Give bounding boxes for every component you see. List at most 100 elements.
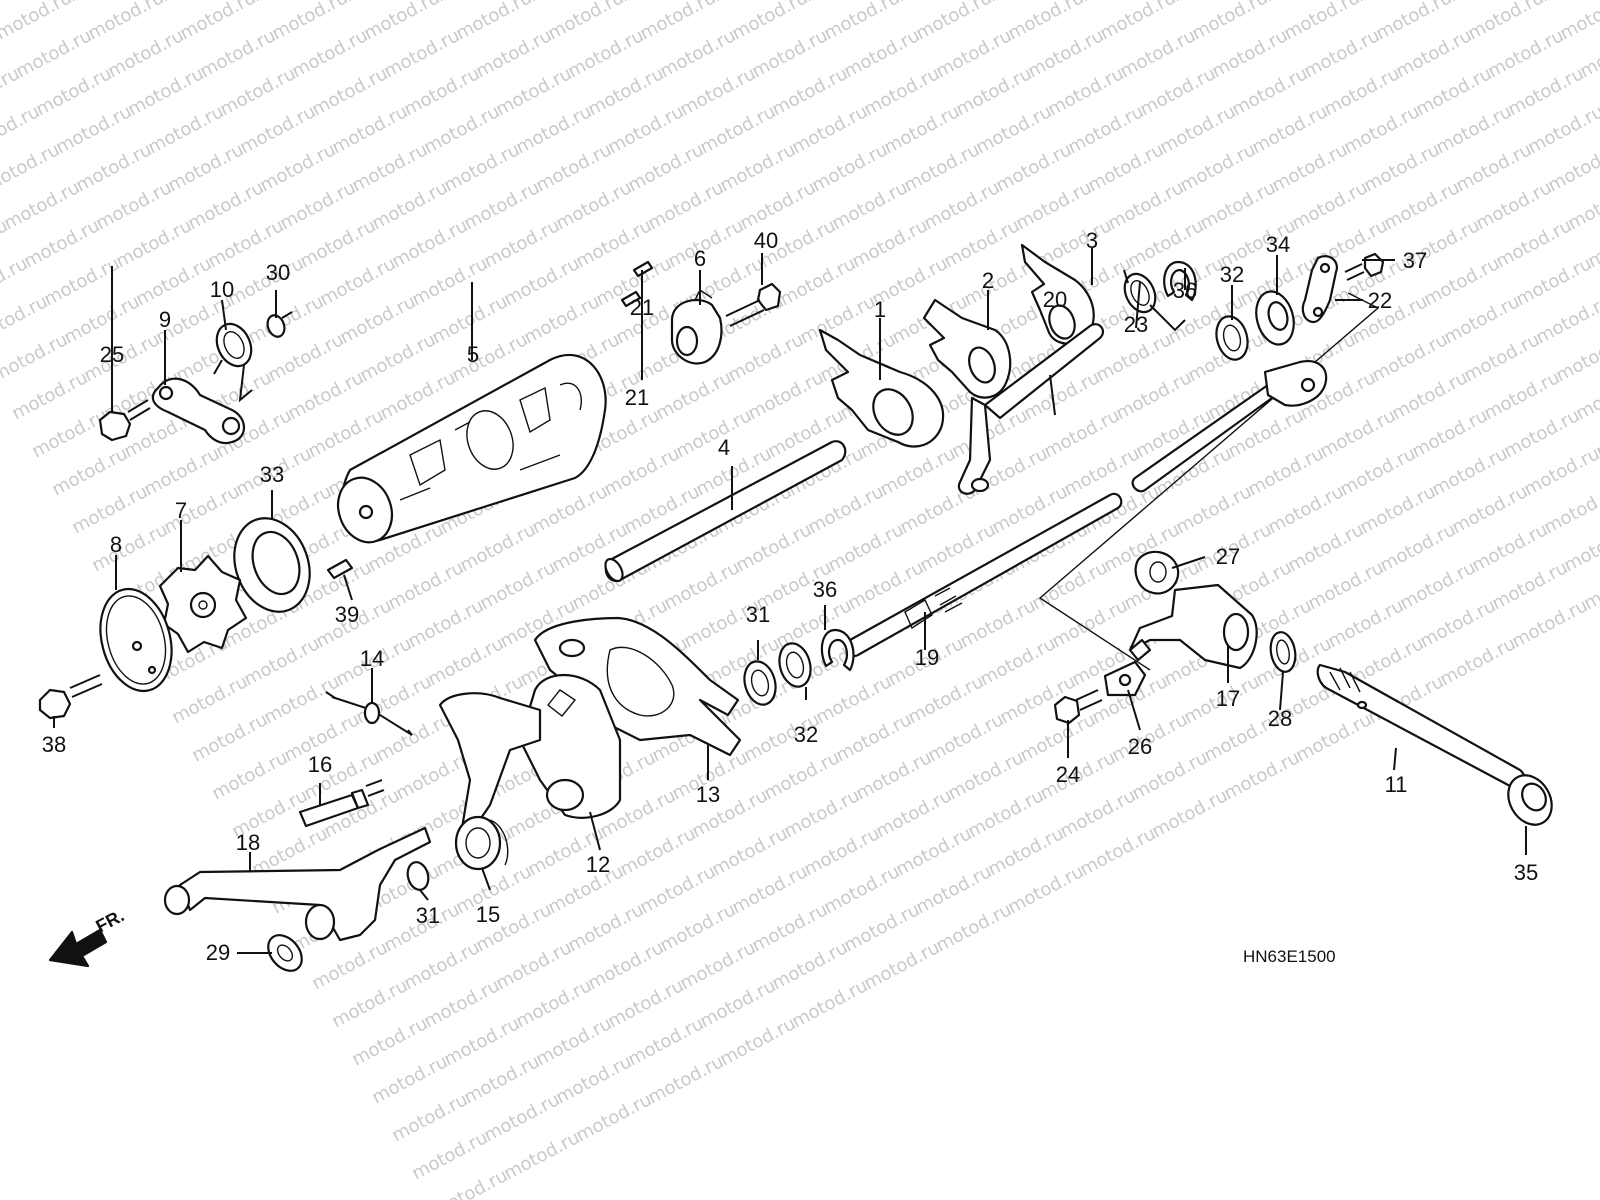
watermark-text: motod.ru [72, 139, 155, 196]
callout-28: 28 [1268, 706, 1292, 731]
watermark-text: motod.ru [216, 63, 299, 120]
callout-21a: 21 [630, 295, 654, 320]
watermark-text: motod.ru [1172, 481, 1255, 538]
watermark-text: motod.ru [1176, 139, 1259, 196]
watermark-text: motod.ru [244, 291, 327, 348]
callout-25: 25 [100, 342, 124, 367]
part-3-shift-fork [1020, 243, 1095, 345]
part-30-washer [266, 311, 293, 338]
watermark-text: motod.ru [316, 253, 399, 310]
watermark-text: motod.ru [828, 177, 911, 234]
watermark-text: motod.ru [1220, 747, 1303, 804]
part-36-circlip-lower [820, 628, 855, 672]
front-direction-arrow: FR. [48, 905, 127, 968]
watermark-text: motod.ru [644, 177, 727, 234]
callout-3: 3 [1086, 228, 1098, 253]
watermark-text: motod.ru [716, 139, 799, 196]
drawing-code: HN63E1500 [1243, 947, 1336, 966]
watermark-text: motod.ru [1512, 253, 1595, 310]
watermark-text: motod.ru [380, 25, 463, 82]
watermark-text: motod.ru [12, 25, 95, 82]
watermark-text: motod.ru [460, 177, 543, 234]
watermark-text: motod.ru [584, 937, 667, 994]
watermark-text: motod.ru [1484, 25, 1567, 82]
watermark-text: motod.ru [840, 25, 923, 82]
watermark-text: motod.ru [1012, 177, 1095, 234]
watermark-text: motod.ru [1396, 557, 1479, 614]
part-12-shift-arm [518, 673, 622, 819]
callout-35: 35 [1514, 860, 1538, 885]
watermark-text: motod.ru [512, 101, 595, 158]
watermark-text: motod.ru [1228, 63, 1311, 120]
watermark-text: motod.ru [1416, 595, 1499, 652]
watermark-text: motod.ru [1060, 443, 1143, 500]
watermark-text: motod.ru [644, 1051, 727, 1108]
callout-19: 19 [915, 645, 939, 670]
watermark-text: motod.ru [1196, 177, 1279, 234]
watermark-text: motod.ru [1340, 101, 1423, 158]
watermark-text: motod.ru [624, 1013, 707, 1070]
watermark-text: motod.ru [188, 709, 271, 766]
watermark-text: motod.ru [676, 63, 759, 120]
watermark-text: motod.ru [236, 101, 319, 158]
watermark-text: motod.ru [736, 177, 819, 234]
watermark-text: motod.ru [604, 975, 687, 1032]
watermark-text: motod.ru [952, 63, 1035, 120]
watermark-text: motod.ru [328, 101, 411, 158]
watermark-text: motod.ru [512, 975, 595, 1032]
watermark-text: motod.ru [1064, 101, 1147, 158]
callout-31b: 31 [416, 903, 440, 928]
watermark-text: motod.ru [1076, 823, 1159, 880]
watermark-text: motod.ru [1116, 25, 1199, 82]
watermark-text: motod.ru [168, 671, 251, 728]
watermark-text: motod.ru [656, 25, 739, 82]
watermark-text: motod.ru [1268, 139, 1351, 196]
watermark-text: motod.ru [788, 101, 871, 158]
callout-11: 11 [1385, 772, 1408, 797]
watermark-text: motod.ru [1044, 63, 1127, 120]
watermark-text: motod.ru [1448, 481, 1531, 538]
part-15-return-spring [438, 692, 542, 871]
callout-36b: 36 [813, 577, 837, 602]
watermark-text: motod.ru [1440, 291, 1523, 348]
watermark-text: motod.ru [400, 63, 483, 120]
part-22-plate [1301, 255, 1338, 324]
part-19-shift-spindle [845, 292, 1380, 671]
callout-37: 37 [1403, 248, 1427, 273]
watermark-text: motod.ru [1056, 785, 1139, 842]
watermark-text: motod.ru [368, 177, 451, 234]
watermark-text: motod.ru [440, 1013, 523, 1070]
callout-26: 26 [1128, 734, 1152, 759]
part-5-shift-drum [336, 353, 607, 544]
watermark-text: motod.ru [408, 253, 491, 310]
watermark-text: motod.ru [768, 63, 851, 120]
watermark-text: motod.ru [932, 899, 1015, 956]
watermark-text: motod.ru [600, 443, 683, 500]
watermark-text: motod.ru [1284, 519, 1367, 576]
watermark-text: motod.ru [112, 215, 195, 272]
part-17-shift-arm [1128, 583, 1258, 670]
watermark-text: motod.ru [144, 101, 227, 158]
watermark-text: motod.ru [1536, 0, 1600, 6]
part-6-shift-cam [670, 288, 723, 365]
watermark-text: motod.ru [732, 519, 815, 576]
watermark-text: motod.ru [336, 291, 419, 348]
watermark-text: motod.ru [308, 63, 391, 120]
watermark-text: motod.ru [348, 1013, 431, 1070]
watermark-text: motod.ru [1336, 443, 1419, 500]
watermark-text: motod.ru [296, 215, 379, 272]
watermark-text: motod.ru [660, 557, 743, 614]
watermark-text: motod.ru [1492, 215, 1575, 272]
part-40-bolt [725, 282, 782, 327]
callout-24: 24 [1056, 762, 1080, 787]
watermark-text: motod.ru [1048, 595, 1131, 652]
watermark-text: motod.ru [976, 633, 1059, 690]
part-1-shift-fork [818, 328, 945, 448]
watermark-text: motod.ru [1388, 367, 1471, 424]
watermark-text: motod.ru [748, 899, 831, 956]
callout-12: 12 [586, 852, 610, 877]
part-9-stopper-arm [151, 377, 246, 445]
watermark-text: motod.ru [604, 101, 687, 158]
watermark-text: motod.ru [832, 709, 915, 766]
